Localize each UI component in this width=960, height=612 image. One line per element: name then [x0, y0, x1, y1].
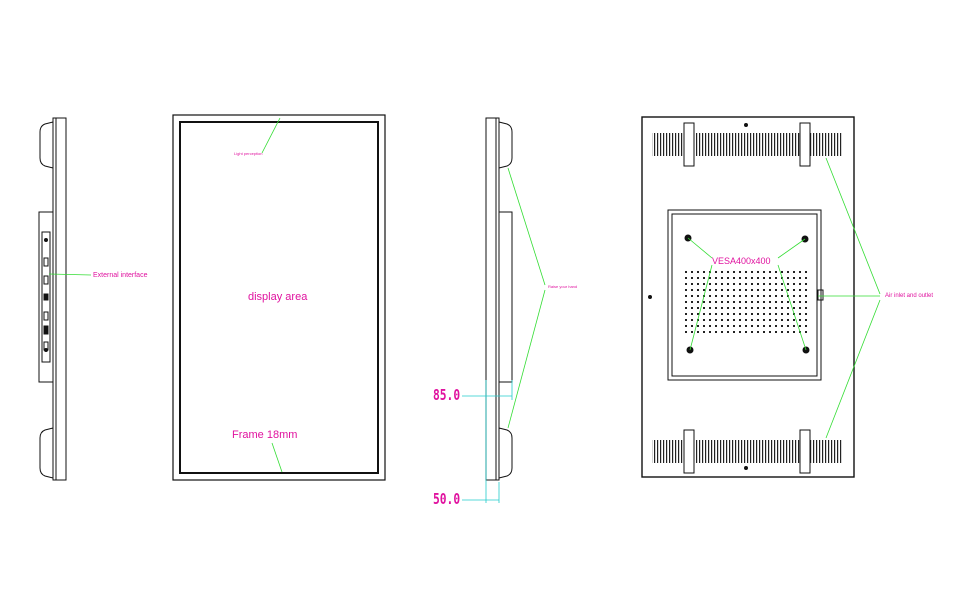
top-bracket	[39, 121, 54, 169]
rear-dot-grid	[684, 268, 808, 334]
dimension-85: 85.0	[433, 386, 461, 404]
interface-box	[38, 211, 54, 383]
side-panel-body	[52, 117, 67, 481]
bottom-bracket	[39, 427, 54, 479]
left-side-view	[38, 117, 67, 481]
rear-mount-plate	[667, 209, 822, 381]
right-side-view	[485, 117, 513, 481]
rear-view	[641, 116, 855, 478]
dimension-lines	[462, 380, 513, 503]
side-panel-body-right	[485, 117, 500, 481]
air-leaders	[818, 157, 881, 439]
label-external-interface: External interface	[93, 272, 148, 279]
label-air-inlet-outlet: Air inlet and outlet	[885, 293, 934, 299]
display-area-rect	[179, 121, 379, 474]
dimension-50: 50.0	[433, 490, 461, 508]
label-frame: Frame 18mm	[232, 429, 298, 441]
front-view	[172, 114, 386, 481]
label-vesa: VESA400x400	[712, 256, 771, 266]
front-outer-frame	[172, 114, 386, 481]
rear-vent-top	[652, 133, 842, 156]
vesa-leaders	[687, 237, 807, 351]
rear-outer-frame	[641, 116, 855, 478]
rear-vent-bottom	[652, 440, 842, 463]
handle-top	[498, 121, 513, 169]
label-light-sensor: Light perception	[234, 151, 263, 156]
label-rear-hand: Raise your hand	[548, 284, 578, 289]
leader-external-interface	[48, 273, 92, 276]
rear-hand-leaders	[507, 167, 546, 429]
leader-frame	[271, 442, 283, 473]
label-display-area: display area	[248, 291, 308, 303]
leader-light-sensor	[261, 117, 281, 154]
handle-bottom	[498, 427, 513, 479]
